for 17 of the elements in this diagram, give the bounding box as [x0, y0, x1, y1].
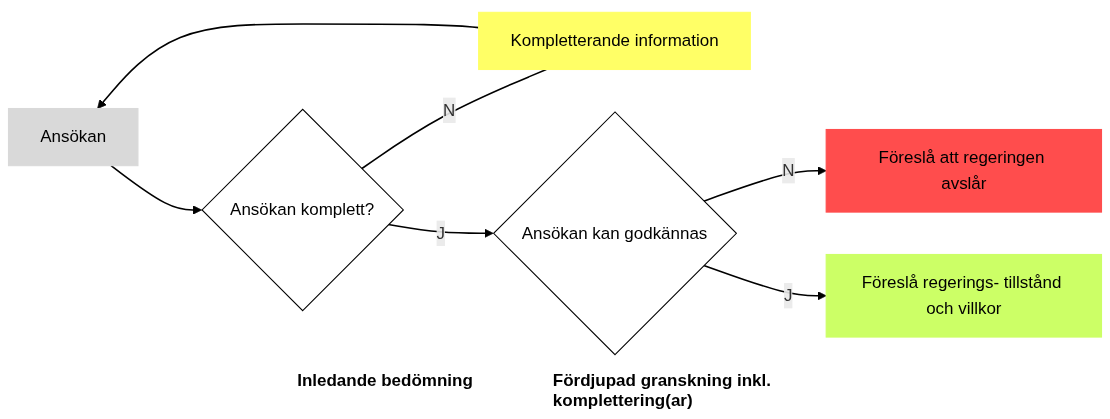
arrow: [110, 164, 202, 215]
node-box: Kompletterande information: [478, 11, 751, 71]
edge-label: J: [436, 223, 445, 242]
node-box: Föreslå att regeringen avslår: [825, 128, 1103, 213]
phase-label: Fördjupad granskning inkl. komplettering(ar): [552, 371, 772, 411]
phase-label: Inledande bedömning: [297, 371, 473, 392]
arrow: [387, 223, 494, 238]
node-box: Föreslå regerings- tillstånd och villkor: [825, 253, 1103, 338]
node-diamond: Ansökan komplett?: [201, 108, 405, 312]
edge-label: N: [442, 100, 456, 119]
node-box: Ansökan: [7, 107, 139, 167]
edge-label: J: [784, 286, 793, 305]
arrow: [703, 264, 827, 301]
edge-label: N: [782, 161, 795, 180]
arrow: [703, 166, 827, 202]
connector: [360, 68, 548, 170]
node-diamond: Ansökan kan godkännas: [492, 111, 738, 356]
